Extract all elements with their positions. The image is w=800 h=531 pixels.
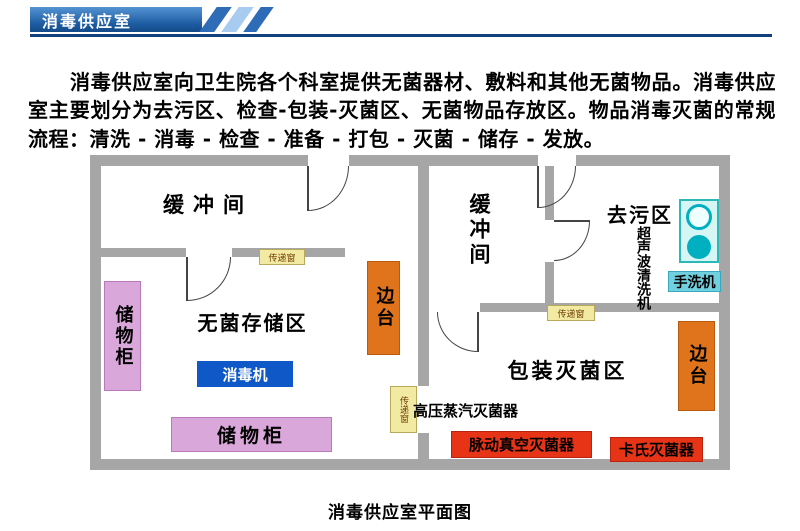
- side-table-left: 边台: [367, 261, 400, 355]
- sink-basin-icon: [687, 234, 711, 259]
- wall-top-left-b: [349, 155, 429, 166]
- ultrasonic-cleaner-label: 超声波清洗机: [635, 226, 651, 310]
- wall-left-outer: [90, 155, 101, 470]
- wall-middle-vertical-lower: [418, 433, 429, 470]
- transfer-window-middle: 传递窗: [390, 386, 417, 433]
- transfer-window-label: 传递窗: [557, 309, 585, 320]
- plan-caption: 消毒供应室平面图: [328, 503, 472, 523]
- door-arc: [538, 166, 576, 208]
- wall-middle-vertical-upper: [418, 155, 429, 386]
- page-title: 消毒供应室: [42, 11, 133, 31]
- cassette-sterilizer: 卡氏灭菌器: [610, 437, 703, 462]
- wall-top-right-a: [429, 155, 538, 166]
- disinfector-label: 消毒机: [222, 365, 268, 384]
- page-header-banner: 消毒供应室: [30, 7, 202, 32]
- door-leaf: [477, 312, 479, 352]
- wall-right-outer: [719, 155, 730, 470]
- wall-decontamination-bottom: [480, 303, 719, 312]
- door-arc: [187, 257, 231, 301]
- wall-top-left-a: [90, 155, 308, 166]
- wall-buffer-right-b: [545, 262, 554, 308]
- hand-washer-sink: [679, 199, 719, 263]
- header-divider-line: [30, 34, 772, 37]
- room-label-buffer-left: 缓冲间: [163, 193, 253, 217]
- side-table-label: 边台: [373, 286, 395, 330]
- transfer-window-label: 传递窗: [398, 396, 408, 423]
- area-label-packing-sterilization: 包装灭菌区: [507, 359, 628, 383]
- vacuum-sterilizer-label: 脉动真空灭菌器: [468, 436, 574, 454]
- cassette-sterilizer-label: 卡氏灭菌器: [618, 441, 694, 459]
- storage-cabinet-label: 储物柜: [216, 425, 286, 447]
- autoclave: 高压蒸汽灭菌器: [413, 402, 519, 420]
- hand-washer: 手洗机: [668, 271, 721, 292]
- wall-bottom-outer: [90, 459, 730, 470]
- hand-washer-label: 手洗机: [673, 274, 716, 291]
- area-label-sterile-storage: 无菌存储区: [197, 311, 308, 335]
- transfer-window-left: 传递窗: [259, 249, 305, 265]
- storage-cabinet-label: 储物柜: [112, 304, 134, 368]
- storage-cabinet-bottom: 储物柜: [171, 417, 332, 452]
- ultrasonic-cleaner: 超声波清洗机: [633, 226, 653, 322]
- door-arc: [308, 166, 349, 211]
- side-table-right: 边台: [678, 321, 715, 411]
- pulsating-vacuum-sterilizer: 脉动真空灭菌器: [451, 431, 592, 458]
- wall-top-right-b: [576, 155, 730, 166]
- sink-basin-icon: [686, 203, 712, 230]
- door-arc: [554, 221, 590, 261]
- area-label-decontamination: 去污区: [607, 203, 673, 227]
- buffer-room-label: 缓冲间: [467, 193, 491, 268]
- wall-buffer-left-a: [90, 248, 186, 257]
- side-table-label: 边台: [686, 344, 708, 388]
- transfer-window-right: 传递窗: [547, 305, 595, 321]
- intro-paragraph: 消毒供应室向卫生院各个科室提供无菌器材、敷料和其他无菌物品。消毒供应室主要划分为…: [28, 70, 776, 151]
- disinfector-machine: 消毒机: [197, 361, 293, 387]
- room-label-buffer-right: 缓冲间: [463, 193, 495, 283]
- door-arc: [437, 312, 478, 352]
- storage-cabinet-left: 储物柜: [104, 281, 141, 391]
- transfer-window-label: 传递窗: [268, 253, 296, 264]
